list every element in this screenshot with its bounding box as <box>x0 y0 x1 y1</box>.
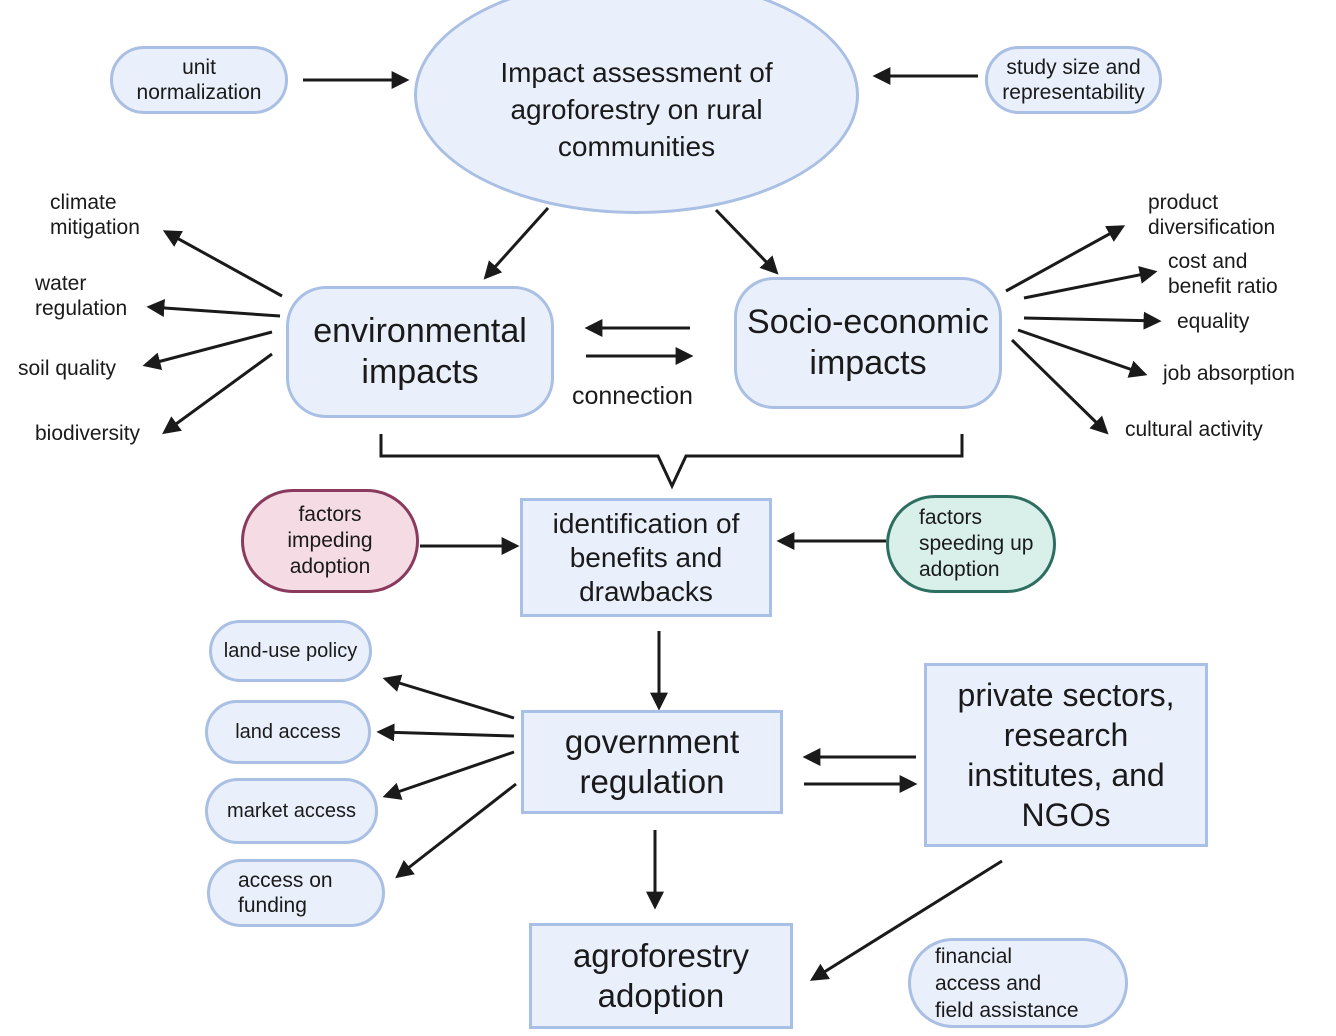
cost-benefit-label: cost and benefit ratio <box>1168 250 1278 298</box>
market-access-label: market access <box>227 799 356 822</box>
arrow-main-to-socio <box>714 208 779 275</box>
identification-label: identification of benefits and drawbacks <box>552 507 740 607</box>
arrow-main-to-env <box>483 206 550 280</box>
market-access-node: market access <box>205 778 378 844</box>
factors-impeding-node: factors impeding adoption <box>241 489 419 593</box>
access-on-funding-node: access on funding <box>207 859 385 927</box>
climate-mitigation-label: climate mitigation <box>50 191 140 239</box>
arrow-socio-equality <box>1023 311 1162 330</box>
land-use-policy-label: land-use policy <box>223 639 358 662</box>
factors-speeding-label: factors speeding up adoption <box>919 506 1034 581</box>
government-regulation-label: government regulation <box>564 723 740 800</box>
access-on-funding-label: access on funding <box>238 869 333 917</box>
equality-label: equality <box>1177 310 1250 333</box>
factors-impeding-label: factors impeding adoption <box>287 503 373 578</box>
arrow-gov-market <box>382 750 515 800</box>
arrow-env-soil <box>142 330 273 371</box>
main-assessment-node: Impact assessment of agroforestry on rur… <box>414 0 859 214</box>
land-access-label: land access <box>235 720 341 743</box>
financial-access-label: financial access and field assistance <box>935 944 1079 1022</box>
arrow-private-to-adoption <box>809 859 1003 981</box>
study-size-label: study size and representability <box>1002 56 1145 104</box>
connection-label: connection <box>572 382 693 410</box>
main-assessment-label: Impact assessment of agroforestry on rur… <box>500 56 773 162</box>
government-regulation-node: government regulation <box>521 710 783 814</box>
socio-economic-impacts-label: Socio-economic impacts <box>747 303 989 382</box>
financial-access-node: financial access and field assistance <box>908 938 1128 1028</box>
land-use-policy-node: land-use policy <box>209 620 372 682</box>
arrow-socio-cultural <box>1010 338 1109 435</box>
arrow-socio-product <box>1005 225 1126 293</box>
soil-quality-label: soil quality <box>18 357 117 380</box>
unit-normalization-label: unit normalization <box>136 56 262 104</box>
factors-speeding-node: factors speeding up adoption <box>886 495 1056 593</box>
socio-economic-impacts-node: Socio-economic impacts <box>734 277 1002 409</box>
arrow-gov-landaccess <box>376 723 515 742</box>
private-sectors-label: private sectors, research institutes, an… <box>957 677 1175 833</box>
job-absorption-label: job absorption <box>1163 362 1295 385</box>
product-diversification-label: product diversification <box>1148 191 1276 239</box>
arrow-socio-job <box>1017 328 1148 378</box>
arrow-socio-cost <box>1023 265 1158 300</box>
unit-normalization-node: unit normalization <box>110 46 288 114</box>
arrow-gov-funding <box>395 782 517 879</box>
cultural-activity-label: cultural activity <box>1125 418 1263 441</box>
environmental-impacts-label: environmental impacts <box>313 312 527 391</box>
bracket-connector <box>379 434 964 490</box>
arrow-gov-landuse <box>382 674 515 720</box>
water-regulation-label: water regulation <box>35 272 128 320</box>
biodiversity-label: biodiversity <box>35 422 141 445</box>
arrow-env-biodiversity <box>162 352 273 435</box>
arrow-env-climate <box>162 230 283 298</box>
environmental-impacts-node: environmental impacts <box>286 286 554 418</box>
private-sectors-node: private sectors, research institutes, an… <box>924 663 1208 847</box>
agroforestry-adoption-node: agroforestry adoption <box>529 923 793 1029</box>
identification-node: identification of benefits and drawbacks <box>520 498 772 617</box>
land-access-node: land access <box>205 700 371 764</box>
arrow-env-water <box>146 299 281 318</box>
study-size-node: study size and representability <box>985 46 1162 114</box>
agroforestry-adoption-label: agroforestry adoption <box>572 937 750 1014</box>
